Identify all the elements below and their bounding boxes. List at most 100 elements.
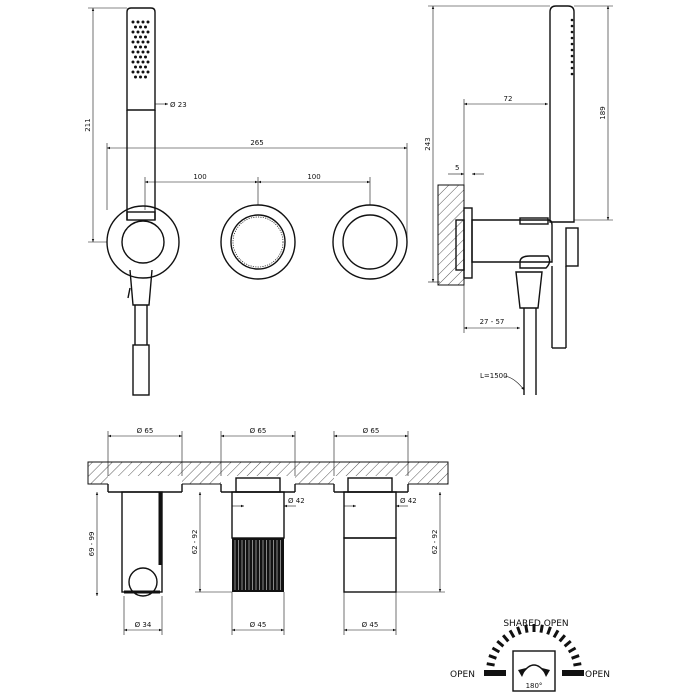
arc-segment <box>563 639 572 648</box>
nozzle-dot <box>141 70 145 74</box>
side-view: 243 189 72 5 27 - 57 L=1500 <box>424 5 613 395</box>
nozzle-dot <box>131 20 135 24</box>
nozzle-dot <box>134 65 137 69</box>
nozzle-dot <box>131 50 135 54</box>
nozzle-dot <box>134 35 137 39</box>
nozzle-dot <box>141 20 145 24</box>
nozzle-dot <box>144 35 147 39</box>
knurl-pattern <box>234 540 281 590</box>
arc-segment <box>488 654 497 660</box>
nozzle-dot <box>139 65 142 69</box>
nozzle-dot <box>136 70 140 74</box>
dim-middle-top: Ø 65 <box>250 427 267 435</box>
nozzle-dot <box>570 60 574 64</box>
nozzle-dot <box>134 55 137 59</box>
nozzle-dot <box>144 65 147 69</box>
knurled-knob <box>232 538 284 592</box>
label-rotation: 180° <box>526 682 543 690</box>
front-view: 211 Ø 23 265 100 100 <box>84 7 408 396</box>
hand-shower-side <box>515 5 579 395</box>
dim-left-bottom: Ø 34 <box>135 621 152 629</box>
arc-segment <box>486 662 495 667</box>
arc-segment <box>496 639 505 648</box>
nozzle-dot <box>570 24 574 28</box>
nozzle-dot <box>146 30 150 34</box>
nozzle-dot <box>570 54 574 58</box>
nozzle-dot <box>144 25 147 29</box>
nozzle-dot <box>144 55 147 59</box>
wall-sections: Ø 65 69 - 99 Ø 34 Ø 65 Ø 42 62 - 92 <box>87 427 449 635</box>
nozzle-dot <box>136 50 140 54</box>
dim-shower-height-189: 189 <box>599 106 607 119</box>
nozzle-dot <box>131 60 135 64</box>
hand-shower <box>126 7 156 396</box>
spray-nozzles-side <box>570 18 574 76</box>
nozzle-dot <box>131 40 135 44</box>
diverter-legend: SHARED OPEN 180° OPEN OPEN <box>450 619 610 692</box>
nozzle-dot <box>131 30 135 34</box>
nozzle-dot <box>139 25 142 29</box>
position-arc <box>486 624 582 674</box>
spray-nozzles <box>131 20 150 79</box>
arc-segment <box>524 624 529 633</box>
nozzle-dot <box>141 50 145 54</box>
dim-handle-23: Ø 23 <box>170 101 187 109</box>
nozzle-dot <box>136 60 140 64</box>
nozzle-dot <box>141 60 145 64</box>
side-dimensions: 243 189 72 5 27 - 57 L=1500 <box>424 5 613 391</box>
dim-spacing-right: 100 <box>307 173 320 181</box>
section-middle: Ø 65 Ø 42 62 - 92 Ø 45 <box>191 427 305 635</box>
arc-segment <box>516 626 522 635</box>
dim-depth-27-57: 27 - 57 <box>480 318 505 326</box>
nozzle-dot <box>131 70 135 74</box>
nozzle-dot <box>146 20 150 24</box>
dim-right-depth: 62 - 92 <box>431 530 439 555</box>
nozzle-dot <box>136 40 140 44</box>
nozzle-dot <box>144 75 147 79</box>
shower-holder-rosette <box>106 205 180 279</box>
arc-segment <box>539 624 544 633</box>
nozzle-dot <box>570 72 574 76</box>
nozzle-dot <box>139 75 142 79</box>
nozzle-dot <box>139 45 142 49</box>
nozzle-dot <box>570 30 574 34</box>
dim-middle-depth: 62 - 92 <box>191 530 199 555</box>
label-open-right: OPEN <box>585 670 610 680</box>
nozzle-dot <box>134 25 137 29</box>
nozzle-dot <box>146 50 150 54</box>
nozzle-dot <box>570 36 574 40</box>
dim-height-211: 211 <box>84 118 92 131</box>
front-dimensions: 211 Ø 23 265 100 100 <box>84 7 408 243</box>
arc-segment <box>552 629 560 639</box>
knob-indicator-box <box>512 650 556 692</box>
label-open-left: OPEN <box>450 670 475 680</box>
nozzle-dot <box>146 60 150 64</box>
dim-middle-bottom: Ø 45 <box>250 621 267 629</box>
nozzle-dot <box>141 40 145 44</box>
dim-middle-inner: Ø 42 <box>288 497 305 505</box>
dim-projection-72: 72 <box>504 95 513 103</box>
nozzle-dot <box>146 40 150 44</box>
arc-segment <box>491 646 501 654</box>
dim-plate-5: 5 <box>455 164 459 172</box>
rotation-arrow-icon <box>521 664 547 675</box>
nozzle-dot <box>141 30 145 34</box>
diverter-knob <box>332 204 408 280</box>
wall-section <box>437 184 465 286</box>
arc-segment <box>558 634 567 643</box>
dim-right-top: Ø 65 <box>363 427 380 435</box>
hose-length: L=1500 <box>480 372 508 380</box>
nozzle-dot <box>570 66 574 70</box>
nozzle-dot <box>139 35 142 39</box>
dim-right-inner: Ø 42 <box>400 497 417 505</box>
dim-spacing-left: 100 <box>193 173 206 181</box>
nozzle-dot <box>570 18 574 22</box>
arc-segment <box>546 626 552 635</box>
nozzle-dot <box>136 30 140 34</box>
nozzle-dot <box>570 48 574 52</box>
arc-segment <box>501 634 510 643</box>
arc-segment <box>571 654 580 660</box>
dim-width-265: 265 <box>250 139 263 147</box>
mixer-knob <box>220 204 296 280</box>
